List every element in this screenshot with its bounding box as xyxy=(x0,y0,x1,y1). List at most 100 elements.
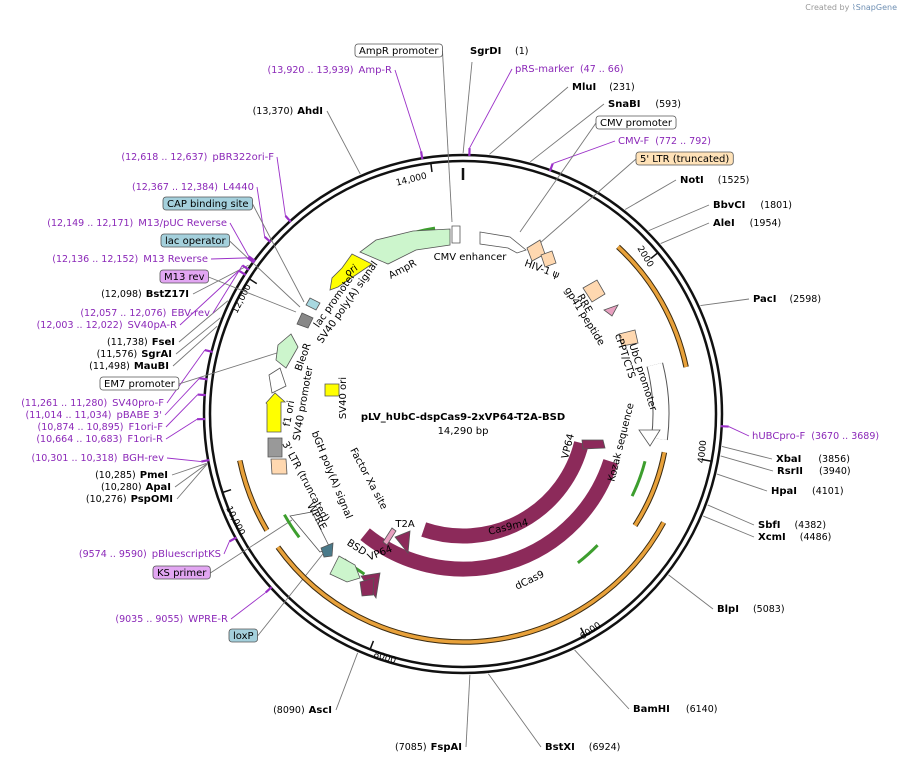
feature-box-bg xyxy=(160,233,230,248)
primer-mark xyxy=(238,269,247,276)
site-leader-apai xyxy=(174,463,208,488)
site-coord-bstz17i: (12,098) xyxy=(101,289,142,300)
tick-mark xyxy=(248,278,258,285)
primer-leader xyxy=(164,377,200,416)
primer-amp-r: Amp-R xyxy=(359,65,393,76)
primer-leader xyxy=(469,68,513,149)
primer-mark xyxy=(241,264,250,271)
labels: SgrDI(1)MluI(231)SnaBI(593)NotI(1525)Bbv… xyxy=(21,43,879,753)
primer-leader xyxy=(394,69,422,152)
feature-box-label: EM7 promoter xyxy=(104,379,176,390)
watermark-prefix: Created by xyxy=(805,3,850,12)
feature-box-leader xyxy=(519,122,597,233)
feature-box-leader xyxy=(178,351,281,385)
primer-m13-puc-reverse: M13/pUC Reverse xyxy=(138,218,227,229)
gp41-shape xyxy=(603,304,619,317)
plasmid-length: 14,290 bp xyxy=(438,426,489,437)
feature-box-m13-rev: M13 rev xyxy=(159,269,209,284)
primer-mark xyxy=(246,256,255,264)
site-leader-sgrdi xyxy=(462,61,473,154)
primer-mark xyxy=(248,255,256,263)
primer-coord-pbr322ori-f: (12,618 .. 12,637) xyxy=(121,152,207,163)
primer-mark xyxy=(228,536,238,543)
feature-box-leader xyxy=(539,158,637,244)
site-leader-rsrii xyxy=(720,455,774,472)
feature-box-leader xyxy=(208,276,297,313)
tick-mark xyxy=(650,252,659,259)
site-leader-paci xyxy=(700,298,750,307)
cas9-green-arc xyxy=(576,544,599,564)
site-leader-alei xyxy=(660,222,710,244)
primer-coord-f1ori-r: (10,664 .. 10,683) xyxy=(36,434,122,445)
feature-box-label: M13 rev xyxy=(164,272,205,283)
feature-box-bg xyxy=(152,565,211,580)
site-leader-xcmi xyxy=(703,515,755,538)
dcas9-arrow xyxy=(360,459,618,577)
site-coord-fsei: (11,738) xyxy=(107,337,148,348)
f1ori-arrow xyxy=(265,392,287,433)
tick-mark xyxy=(222,488,232,494)
primer-coord-m13-reverse: (12,136 .. 12,152) xyxy=(52,254,138,265)
ubc-arrow xyxy=(647,362,669,440)
primer-mark xyxy=(197,393,206,397)
site-coord-xbai: (3856) xyxy=(818,454,850,465)
site-coord-bstxi: (6924) xyxy=(589,742,621,753)
site-coord-apai: (10,280) xyxy=(101,482,142,493)
site-coord-sbfi: (4382) xyxy=(794,520,826,531)
primer-coord-l4440: (12,367 .. 12,384) xyxy=(132,182,218,193)
primer-leader xyxy=(210,257,248,260)
primer-mark xyxy=(265,586,273,594)
primer-hubcpro-f: hUBCpro-F xyxy=(752,431,805,442)
tick-mark xyxy=(580,627,586,636)
ampr-arrow xyxy=(359,228,451,265)
site-leader-pmei xyxy=(171,462,207,476)
feature-box-leader xyxy=(210,519,293,574)
primer-mark xyxy=(548,163,554,172)
feature-box-leader xyxy=(252,203,305,303)
cppt-box xyxy=(618,329,639,347)
site-hpai: HpaI xyxy=(771,486,797,497)
primer-leader xyxy=(166,349,206,404)
site-leader-sbfi xyxy=(707,504,755,526)
ltr5-arc xyxy=(616,245,688,368)
site-leader-snabi xyxy=(530,103,605,163)
primer-cmv-f: CMV-F xyxy=(618,136,649,147)
feature-box-em7-promoter: EM7 promoter xyxy=(99,376,180,391)
primer-leader xyxy=(212,265,243,314)
sv40-ori-box xyxy=(324,383,340,397)
primer-leader xyxy=(552,140,616,164)
bsd-arrow xyxy=(329,555,361,583)
ubc-head xyxy=(638,429,661,447)
primer-coord-bgh-rev: (10,301 .. 10,318) xyxy=(31,453,117,464)
primer-pbabe-3: pBABE 3' xyxy=(116,410,162,421)
primer-coord-sv40pa-r: (12,003 .. 12,022) xyxy=(37,320,123,331)
site-leader-blpi xyxy=(668,574,714,610)
feature-graphics xyxy=(197,148,729,645)
site-leader-fspai xyxy=(465,674,471,748)
feature-box-bg xyxy=(159,269,209,284)
primer-coord-m13-puc-reverse: (12,149 .. 12,171) xyxy=(47,218,133,229)
site-pspomi: PspOMI xyxy=(131,494,173,505)
feature-box-cmv-promoter: CMV promoter xyxy=(595,115,677,130)
center-labels: pLV_hUbC-dspCas9-2xVP64-T2A-BSD 14,290 b… xyxy=(361,412,565,437)
site-coord-bbvci: (1801) xyxy=(760,200,792,211)
primer-m13-reverse: M13 Reverse xyxy=(143,254,208,265)
primer-leader xyxy=(223,541,230,555)
primer-l4440: L4440 xyxy=(223,182,254,193)
backbone-outer xyxy=(202,153,724,675)
primer-ebv-rev: EBV-rev xyxy=(171,308,210,319)
feature-box-label: 5' LTR (truncated) xyxy=(640,154,729,165)
site-ahdi: AhdI xyxy=(297,106,323,117)
feature-box-leader xyxy=(257,549,327,637)
primer-coord-sv40pro-f: (11,261 .. 11,280) xyxy=(21,398,107,409)
site-leader-fsei xyxy=(178,300,229,343)
site-rsrii: RsrII xyxy=(777,466,803,477)
feature-box-label: CMV promoter xyxy=(600,118,673,129)
site-coord-ahdi: (13,370) xyxy=(253,106,294,117)
primer-leader xyxy=(166,457,202,462)
ubc-outer-arc xyxy=(633,451,667,527)
site-coord-fspai: (7085) xyxy=(395,742,427,753)
primer-coord-hubcpro-f: (3670 .. 3689) xyxy=(811,431,879,442)
feature-label-kozak: Kozak sequence xyxy=(606,402,636,483)
bleor-arrow xyxy=(275,333,299,369)
